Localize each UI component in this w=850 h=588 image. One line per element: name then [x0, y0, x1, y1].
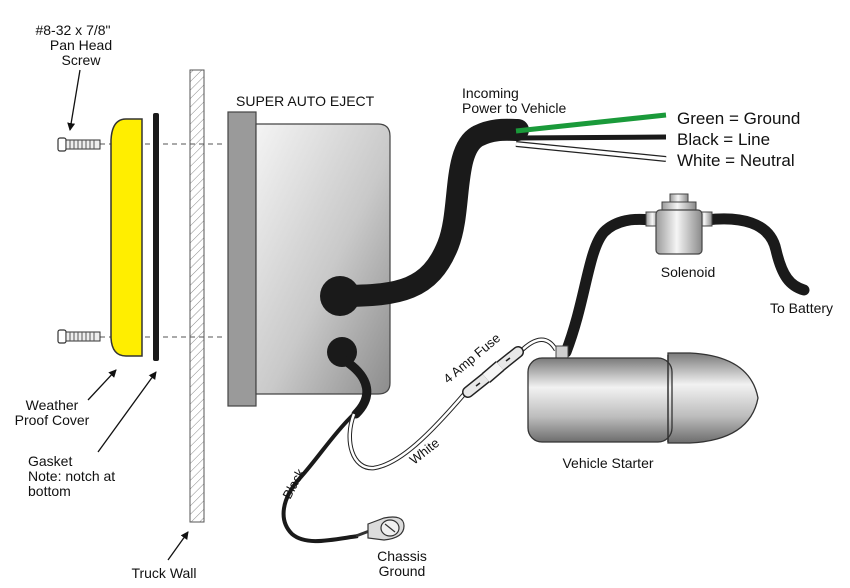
power-cable-grommet — [320, 276, 360, 316]
chassis-ground-line2: Ground — [379, 563, 426, 579]
weather-proof-cover — [110, 118, 143, 357]
screw-bottom-icon — [57, 329, 101, 344]
truck-wall-label: Truck Wall — [131, 565, 196, 581]
super-auto-eject-unit — [227, 111, 391, 407]
gasket-label-line2: Note: notch at — [28, 468, 115, 484]
solenoid-to-battery-cable — [700, 213, 810, 296]
incoming-power-line1: Incoming — [462, 85, 519, 101]
fuse-holder — [462, 346, 524, 398]
starter-to-solenoid-cable — [560, 213, 656, 358]
pointer-arrows — [67, 69, 189, 561]
gasket — [153, 113, 159, 361]
truck-wall — [189, 69, 205, 523]
black-wire — [515, 134, 667, 141]
to-battery-label: To Battery — [770, 300, 833, 316]
incoming-power-line2: Power to Vehicle — [462, 100, 566, 116]
chassis-ground-line1: Chassis — [377, 548, 427, 564]
chassis-ground-terminal-icon — [355, 516, 405, 541]
cover-label-line1: Weather — [26, 397, 79, 413]
green-wire-label: Green = Ground — [677, 109, 800, 128]
device-title: SUPER AUTO EJECT — [236, 93, 375, 109]
cover-label-line2: Proof Cover — [15, 412, 90, 428]
vehicle-starter-label: Vehicle Starter — [562, 455, 653, 471]
screw-label-line1: #8-32 x 7/8" — [35, 22, 110, 38]
solenoid-label: Solenoid — [661, 264, 716, 280]
screw-label-line3: Screw — [62, 52, 102, 68]
screw-label-line2: Pan Head — [50, 37, 112, 53]
green-wire — [515, 112, 667, 134]
gasket-label-line3: bottom — [28, 483, 71, 499]
screw-top-icon — [57, 137, 101, 152]
vehicle-starter-icon — [527, 345, 759, 444]
solenoid-icon — [645, 193, 713, 255]
main-power-cable — [329, 118, 529, 307]
white-wire-label: White = Neutral — [677, 151, 795, 170]
black-wire-label: Black = Line — [677, 130, 770, 149]
gasket-label-line1: Gasket — [28, 453, 72, 469]
